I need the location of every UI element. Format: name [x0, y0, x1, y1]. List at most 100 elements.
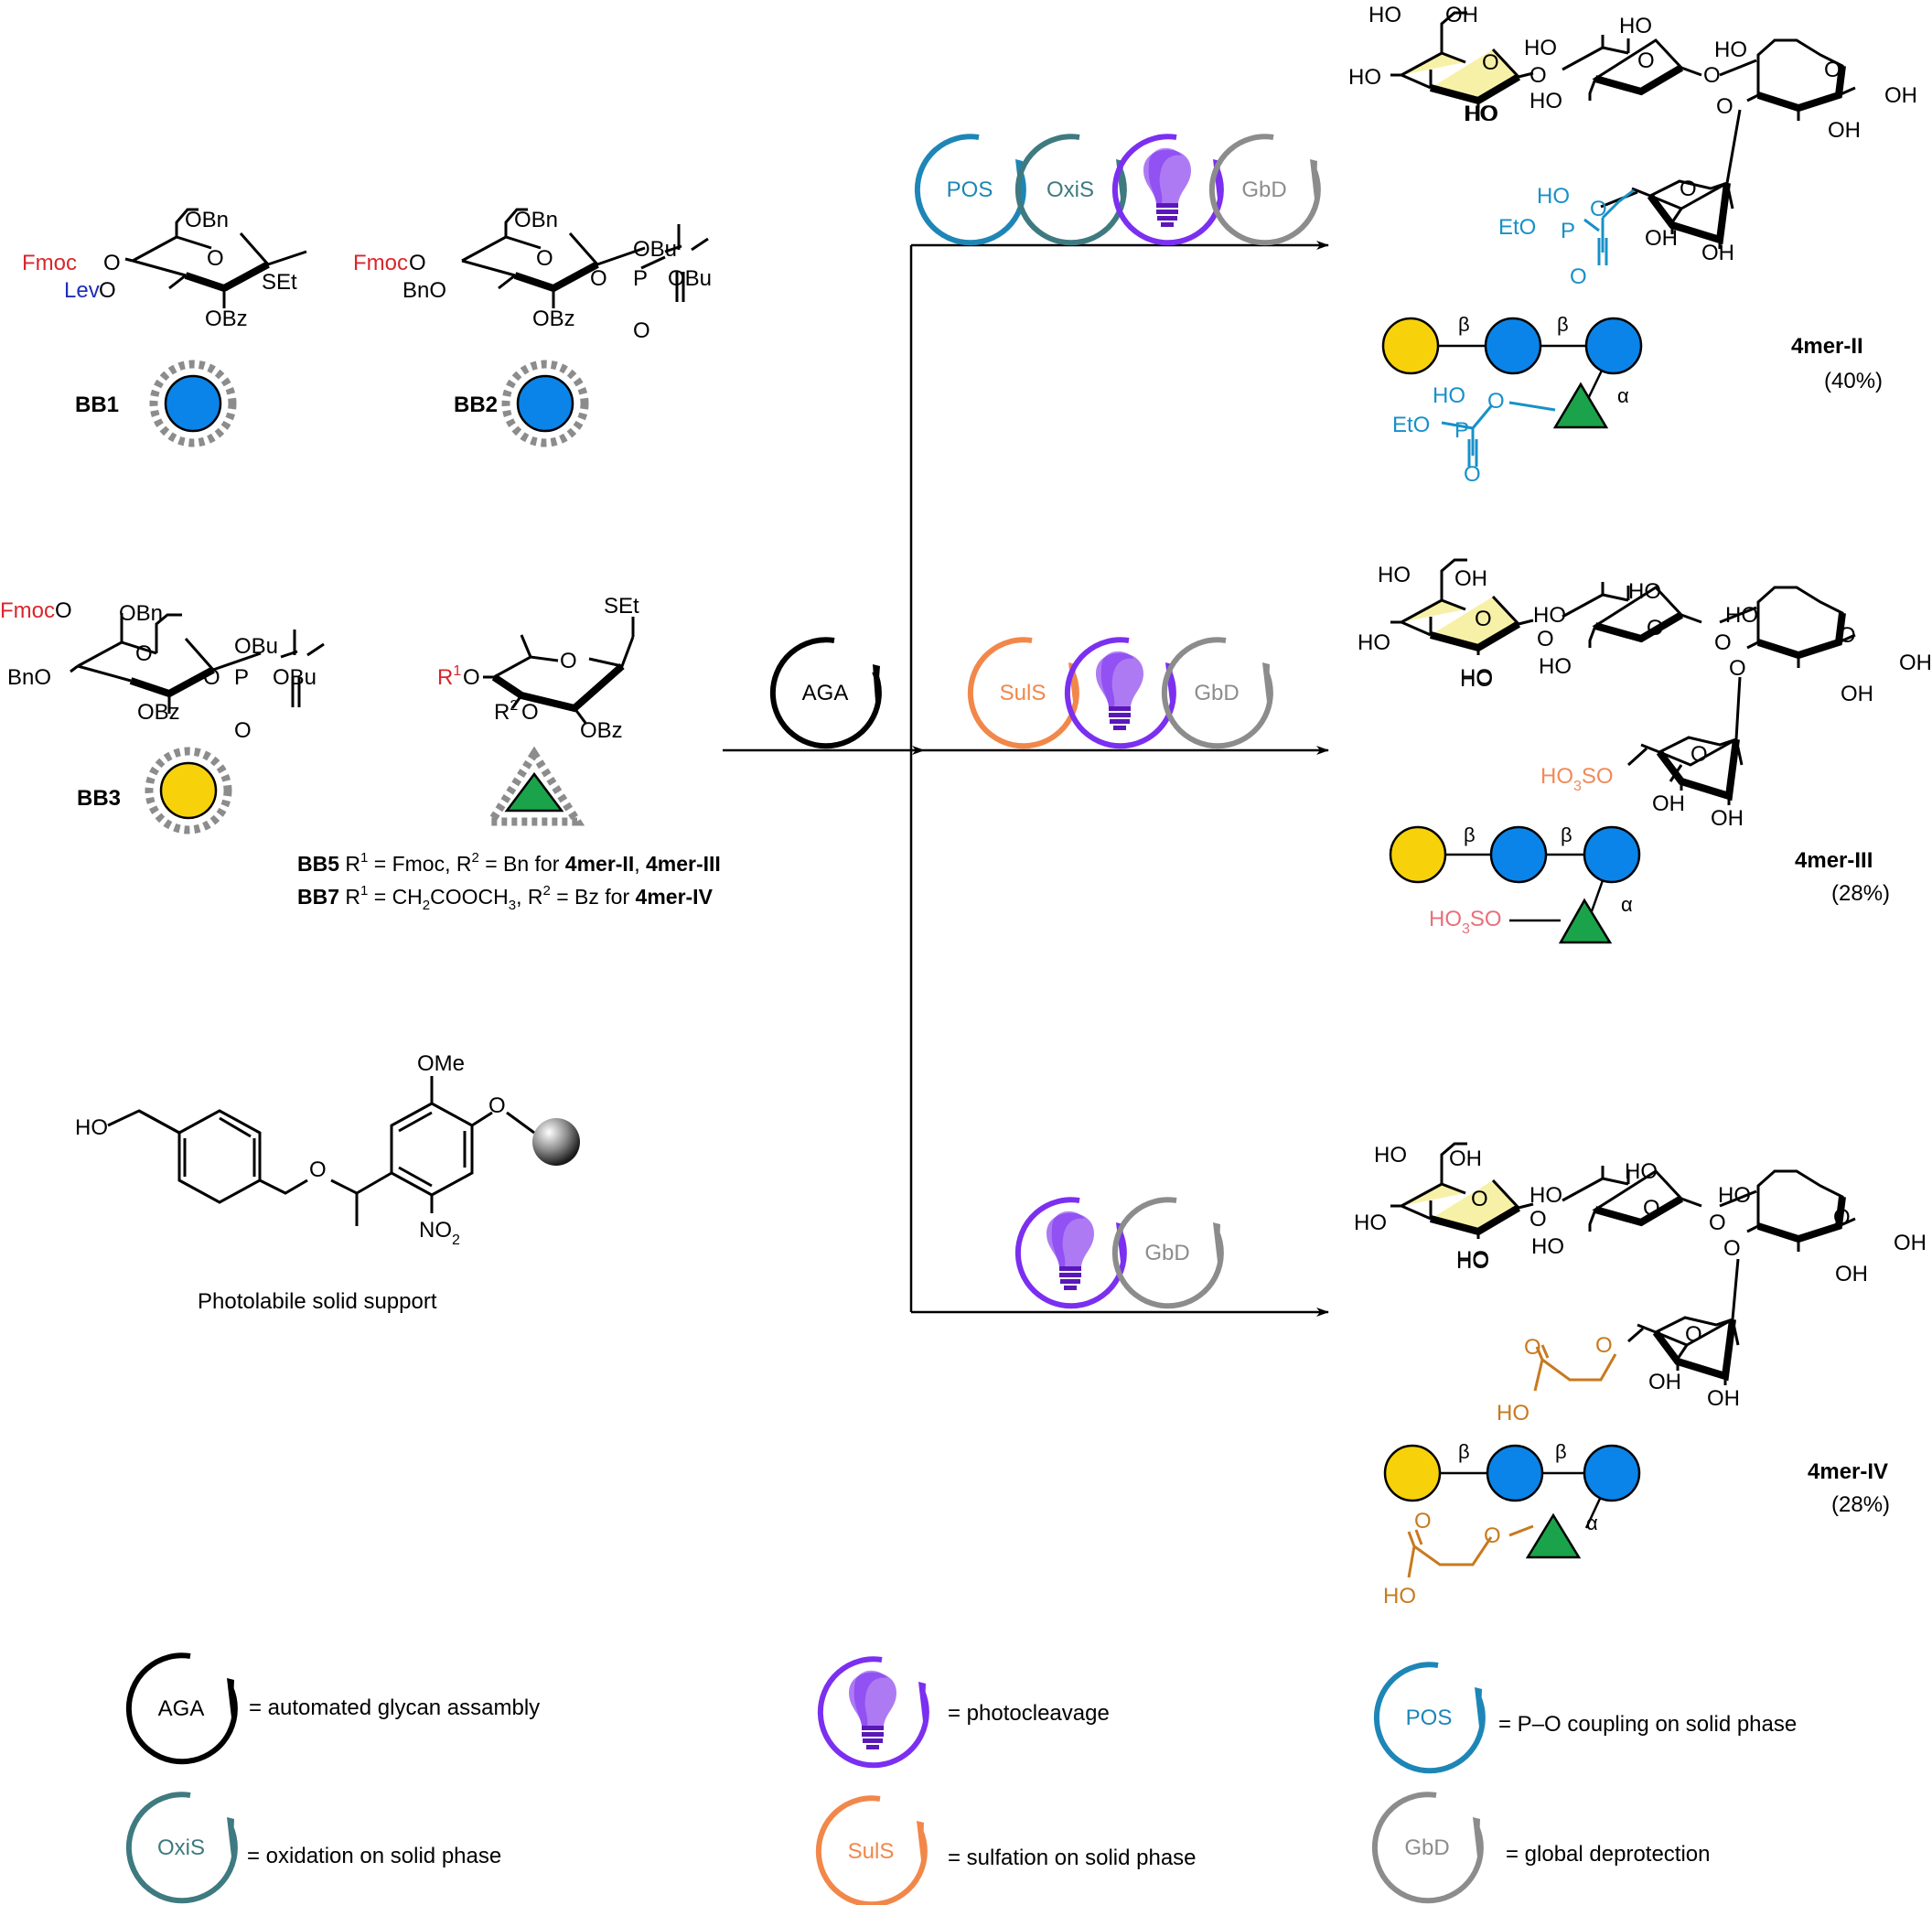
t-o-m: O	[1833, 1205, 1851, 1230]
legend-oxis-text: = oxidation on solid phase	[247, 1844, 501, 1868]
snfg-4mer-ii: β β α HO O EtO P O	[1381, 313, 1643, 487]
svg-text:SulS: SulS	[848, 1839, 895, 1864]
photocleavage-icon	[1014, 1197, 1127, 1309]
bb5-o2: O	[521, 700, 539, 725]
legend-aga-text: = automated glycan assambly	[249, 1695, 540, 1720]
bb5-bb7-structure: SEt O R1 O R2 O OBz BB5 R1 = Fmoc, R2 = …	[297, 594, 721, 913]
t-o-m: O	[1839, 623, 1856, 648]
svg-text:AGA: AGA	[158, 1696, 205, 1721]
t-ho-g: HO	[1524, 36, 1557, 60]
sulfate-label: HO3SO	[1540, 764, 1614, 794]
t-o-k: O	[1714, 630, 1732, 655]
t-ho-a: HO	[1378, 563, 1411, 587]
bb2-o1: O	[409, 251, 426, 275]
beta-2: β	[1561, 823, 1572, 846]
gbd-cycle-icon: GbD	[1208, 134, 1321, 246]
phos-ho: HO	[1537, 184, 1570, 209]
t-ho-g: HO	[1530, 1183, 1562, 1208]
bb3-ring-o: O	[135, 641, 153, 666]
snfg-fucose	[1525, 1512, 1582, 1559]
bb2-ring-o: O	[536, 246, 553, 271]
legend-aga-icon: AGA	[125, 1652, 238, 1765]
bb2-obu2: OBu	[668, 266, 712, 291]
bb2-o-link: O	[590, 266, 607, 291]
bb1-obn: OBn	[185, 208, 229, 232]
tetrasaccharide-structure	[1390, 11, 1856, 265]
beta-1: β	[1458, 313, 1470, 336]
bb1-ring-o: O	[207, 246, 224, 271]
suls-label: SulS	[1000, 681, 1046, 705]
support-no2: NO2	[419, 1218, 460, 1248]
t-ho-e: HO	[1464, 102, 1497, 126]
photocleavage-icon	[1064, 637, 1176, 749]
bb5-fucose-symbol	[504, 771, 564, 813]
product-name: 4mer-IV	[1808, 1459, 1888, 1484]
bb1-glucose-symbol	[164, 374, 222, 433]
t-o-d: O	[1471, 1187, 1488, 1211]
bb3-structure: Fmoc O OBn O BnO OBz O OBu P OBu O BB3	[0, 598, 325, 834]
snfg-carboxy-ho: HO	[1383, 1584, 1416, 1609]
step-row-4mer-iii: SulS GbD	[967, 637, 1273, 749]
bb2-obz: OBz	[532, 307, 575, 331]
t-o-i: O	[1647, 616, 1664, 640]
legend-photo-icon	[817, 1656, 929, 1769]
bb5-legend: BB5 R1 = Fmoc, R2 = Bn for 4mer-II, 4mer…	[297, 850, 721, 876]
product-yield: (40%)	[1824, 369, 1883, 393]
t-ho-q: HO	[1456, 1247, 1489, 1272]
bb1-label: BB1	[75, 393, 119, 417]
alpha: α	[1586, 1512, 1598, 1534]
t-ho-c: HO	[1348, 65, 1381, 90]
alpha: α	[1617, 384, 1629, 407]
t-o-d: O	[1475, 607, 1492, 631]
t-ho-a: HO	[1368, 3, 1401, 27]
bb3-protecting-ring	[145, 747, 232, 834]
t-oh-t: OH	[1701, 241, 1734, 265]
t-ho-j: HO	[1539, 654, 1572, 679]
t-oh-t: OH	[1707, 1386, 1740, 1411]
product-name: 4mer-III	[1795, 848, 1873, 873]
legend-suls-icon: SulS	[815, 1795, 928, 1905]
bb5-ring-o: O	[560, 649, 577, 673]
bb5-protecting-ring	[483, 746, 585, 826]
t-o-r: O	[1685, 1322, 1702, 1347]
step-row-4mer-iv: GbD	[1014, 1197, 1224, 1309]
t-ho-j: HO	[1531, 1234, 1564, 1259]
bb3-o-link: O	[203, 665, 220, 690]
gbd-label: GbD	[1194, 681, 1239, 705]
t-oh-o: OH	[1894, 1231, 1927, 1255]
aga-label: AGA	[802, 681, 849, 705]
support-ome: OMe	[417, 1051, 465, 1076]
t-o-i: O	[1643, 1196, 1660, 1221]
snfg-phos-o2: O	[1464, 462, 1481, 487]
t-ho-q: HO	[1460, 665, 1493, 690]
snfg-phos-p: P	[1454, 418, 1469, 443]
bb3-bno: BnO	[7, 665, 51, 690]
bb3-fmoc: Fmoc	[0, 598, 55, 623]
t-ho-e: HO	[1460, 667, 1493, 692]
t-oh-p: OH	[1841, 682, 1873, 706]
t-ho-l: HO	[1725, 603, 1758, 628]
t-ho-g: HO	[1533, 603, 1566, 628]
snfg-fucose	[1558, 898, 1613, 944]
legend-pos-icon: POS	[1373, 1662, 1486, 1774]
support-ho: HO	[75, 1115, 108, 1140]
t-ho-h: HO	[1619, 14, 1652, 38]
t-ho-l: HO	[1714, 38, 1747, 62]
support-o-ether: O	[309, 1157, 327, 1182]
pos-cycle-icon: POS	[914, 134, 1026, 246]
snfg-galactose	[1381, 317, 1440, 375]
bb5-obz: OBz	[580, 718, 623, 743]
product-name: 4mer-II	[1791, 334, 1863, 359]
legend-gbd-icon: GbD	[1371, 1792, 1484, 1904]
t-o-d: O	[1482, 50, 1499, 75]
resin-bead	[532, 1118, 580, 1166]
bb1-fmoc: Fmoc	[22, 251, 77, 275]
bb3-galactose-symbol	[159, 761, 218, 820]
t-o-r: O	[1680, 177, 1697, 201]
bb3-obn: OBn	[119, 601, 163, 626]
snfg-phos-eto: EtO	[1392, 413, 1430, 437]
legend-suls-text: = sulfation on solid phase	[948, 1846, 1197, 1870]
bb2-obn: OBn	[514, 208, 558, 232]
bb2-structure: OBn O Fmoc O BnO OBz O OBu OBu P O BB2	[353, 208, 712, 447]
